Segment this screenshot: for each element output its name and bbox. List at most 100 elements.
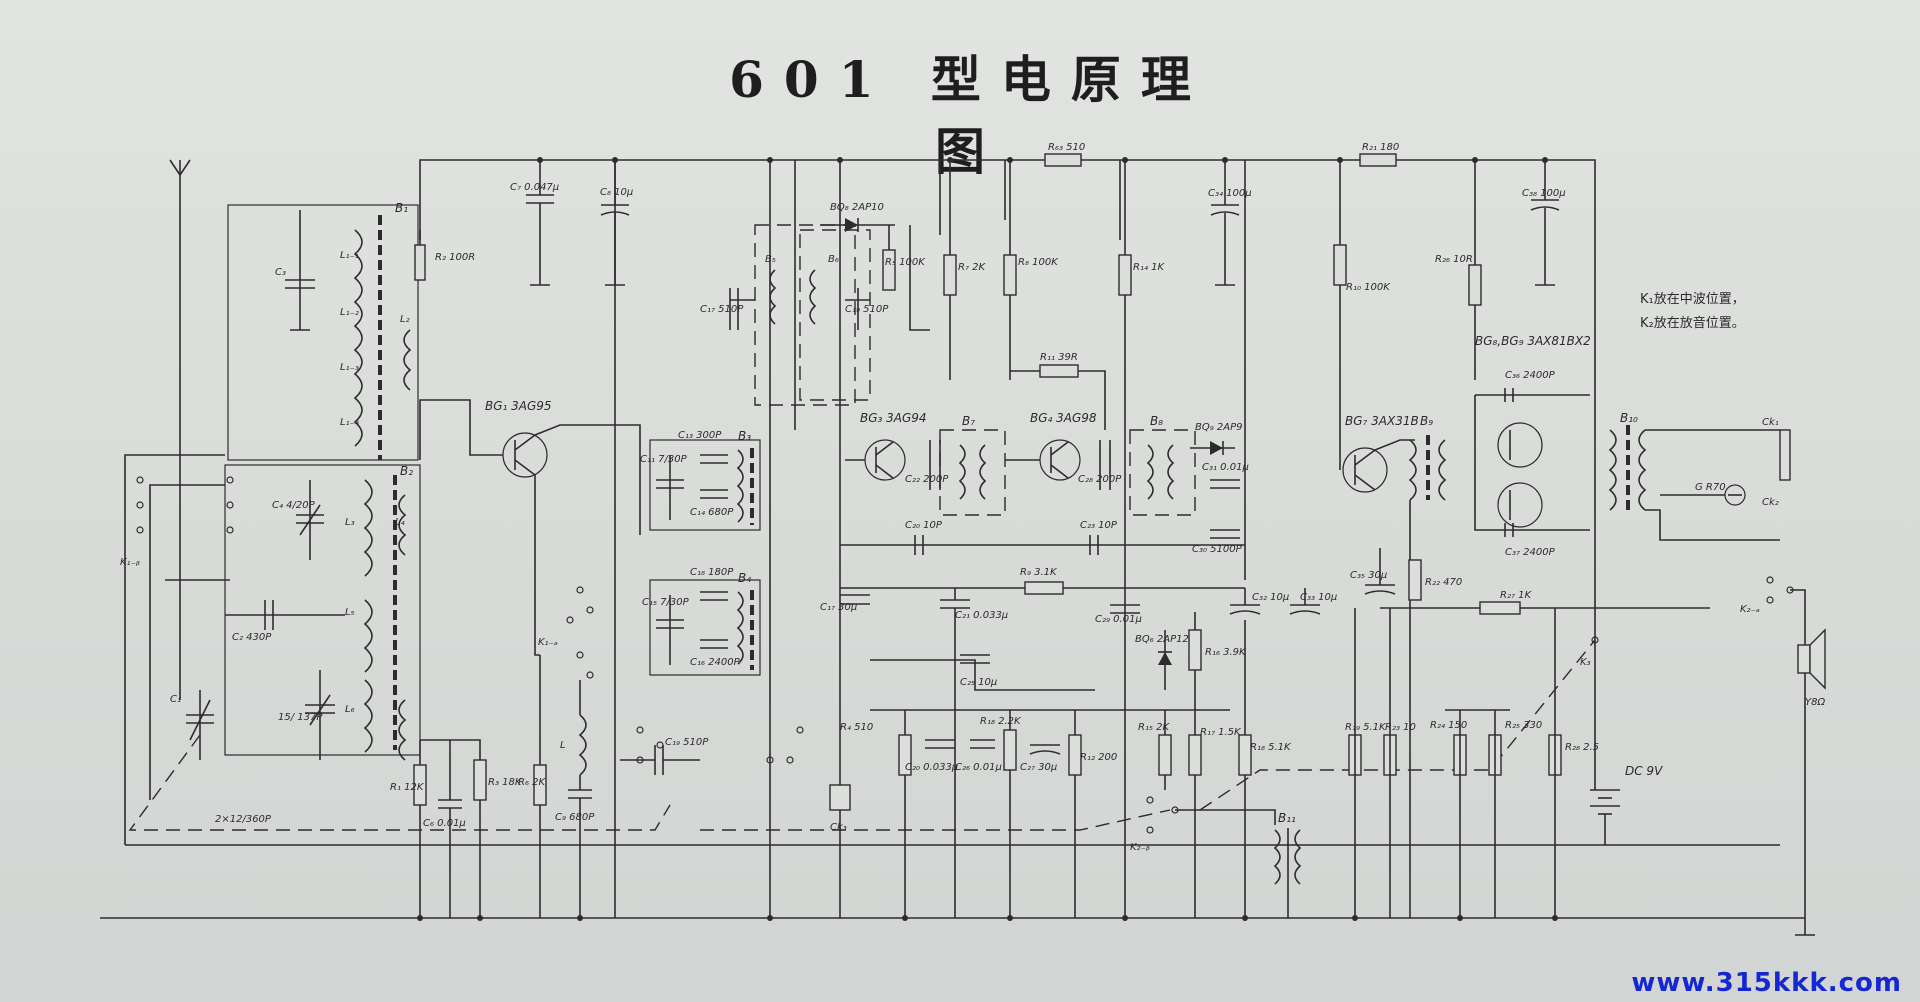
mid-bus-wires — [614, 160, 1246, 918]
lower-component-row: R₄ 510 C₂₀ 0.033μ C₂₆ 0.01μ R₁₈ 2.2K C₂₇… — [840, 620, 1292, 918]
resistor-r3: R₃ 18K — [420, 739, 523, 918]
switch-k3: K₃ — [1580, 636, 1599, 668]
label-c23: C₂₃ 10P — [1080, 520, 1118, 531]
label-r5: R₅ 100K — [885, 257, 926, 268]
label-r1: R₁ 12K — [390, 782, 425, 793]
label-c3: C₃ — [275, 267, 286, 278]
push-pull-bg8-bg9: BG₈,BG₉ 3AX81BX2 C₃₆ 2400P C₃₇ 2400P — [1474, 334, 1591, 558]
label-c6: C₆ 0.01μ — [423, 818, 466, 829]
switch-position-note: K₁放在中波位置， K₂放在放音位置。 — [1640, 288, 1900, 336]
label-r18: R₁₈ 5.1K — [1250, 742, 1292, 753]
label-c19: C₁₉ 510P — [845, 304, 889, 315]
label-r28: R₂₈ 2.5 — [1565, 742, 1599, 753]
transistor-bg4: BG₄ 3AG98 — [1005, 411, 1097, 481]
capacitor-c28: C₂₈ 200P — [1078, 440, 1122, 490]
if-transformers-b5-b6: B₅ B₆ — [754, 224, 871, 406]
label-c29: C₂₉ 0.01μ — [1095, 614, 1142, 625]
label-c20: C₂₀ 10P — [905, 520, 943, 531]
transistor-bg7: BG₇ 3AX31B — [1342, 414, 1419, 493]
label-ck3: Ck₃ — [830, 822, 847, 833]
label-r27: R₂₇ 1K — [1500, 590, 1533, 601]
label-r3: R₃ 18K — [488, 777, 523, 788]
label-r12: R₁₂ 200 — [1080, 752, 1117, 763]
capacitor-c17b: C₁₇ 30μ — [820, 594, 870, 613]
capacitor-c34: C₃₄ 100μ — [1208, 160, 1252, 286]
capacitor-c32: C₃₂ 10μ — [1229, 588, 1289, 615]
label-r17: R₁₇ 1.5K — [1200, 727, 1242, 738]
diagram-title: 601 型电原理图 — [729, 50, 1211, 181]
label-k1a: K₁₋ₐ — [538, 637, 558, 648]
label-r63: R₆₃ 510 — [1048, 142, 1085, 153]
label-c35: C₃₅ 30μ — [1350, 570, 1387, 581]
resistor-r10: R₁₀ 100K — [1333, 160, 1391, 470]
label-bg1: BG₁ 3AG95 — [485, 399, 552, 413]
capacitor-c38: C₃₈ 100μ — [1522, 160, 1566, 286]
capacitor-c21: C₂₁ 0.033μ — [940, 588, 1008, 918]
loop-antenna-b1: B₁ L₁₋₁ L₁₋₂ L₁₋₃ L₁₋₄ C₃ L₂ — [227, 201, 419, 461]
label-c5: 15/ 137P — [278, 712, 323, 723]
agc-line: C₂₀ 10P C₂₃ 10P — [840, 520, 1245, 555]
headphone-jacks: Ck₁ Ck₂ — [1762, 417, 1791, 508]
label-r19: R₁₉ 5.1K — [1345, 722, 1387, 733]
label-c34: C₃₄ 100μ — [1208, 188, 1252, 199]
label-b3: B₃ — [738, 429, 751, 443]
label-b2: B₂ — [400, 464, 413, 478]
label-r18b: R₁₈ 2.2K — [980, 716, 1022, 727]
jack-ck3: Ck₃ — [829, 784, 851, 833]
label-r14: R₁₄ 1K — [1133, 262, 1166, 273]
resistor-r1: R₁ 12K — [390, 740, 427, 918]
label-c7: C₇ 0.047μ — [510, 182, 559, 193]
label-b4: B₄ — [738, 571, 751, 585]
label-r25: R₂₅ 330 — [1505, 720, 1542, 731]
transistor-bg1: BG₁ 3AG95 — [419, 399, 641, 656]
label-b7: B₇ — [962, 414, 975, 428]
capacitor-c29: C₂₉ 0.01μ — [1095, 604, 1142, 625]
capacitor-c8: C₈ 10μ — [600, 160, 633, 286]
label-c18: C₁₈ 180P — [690, 567, 734, 578]
label-l14: L₁₋₄ — [340, 417, 359, 428]
diode-bq6: BQ₆ 2AP12 — [1135, 630, 1189, 690]
label-c17: C₁₇ 510P — [700, 304, 744, 315]
oscillator-coil-b4: C₁₈ 180P C₁₅ 7/30P C₁₆ 2400P B₄ — [642, 567, 761, 676]
gang-capacitor: C₁ 2×12/360P — [128, 690, 671, 831]
transformer-b10: B₁₀ — [1608, 411, 1780, 541]
resistor-r16: R₁₆ 3.9K — [1188, 612, 1247, 710]
label-k2a: K₂₋ₐ — [1740, 604, 1760, 615]
label-c20b: C₂₀ 0.033μ — [905, 762, 958, 773]
label-l2: L₂ — [400, 314, 410, 325]
label-c16: C₁₆ 2400P — [690, 657, 741, 668]
label-c15: C₁₅ 7/30P — [642, 597, 690, 608]
label-l: L — [560, 740, 566, 751]
if-transformer-b7: B₇ — [939, 414, 1006, 516]
transformer-b9: B₉ — [1408, 414, 1447, 918]
diode-bq9: BQ₉ 2AP9 — [1190, 422, 1243, 455]
label-k2b: K₂₋ᵦ — [1130, 842, 1150, 853]
meter-g: G R70 — [1660, 482, 1746, 506]
label-r21: R₂₁ 180 — [1362, 142, 1399, 153]
label-r24: R₂₄ 150 — [1430, 720, 1467, 731]
label-r22: R₂₂ 470 — [1425, 577, 1462, 588]
label-gang-cap: 2×12/360P — [215, 814, 272, 825]
label-c14: C₁₄ 680P — [690, 507, 734, 518]
label-ck2: Ck₂ — [1762, 497, 1779, 508]
diode-bq8: BQ₈ 2AP10 — [820, 202, 895, 232]
label-ck1: Ck₁ — [1762, 417, 1779, 428]
label-c37: C₃₇ 2400P — [1505, 547, 1556, 558]
label-c4: C₄ 4/20P — [272, 500, 316, 511]
loudspeaker: Y8Ω — [1797, 628, 1826, 708]
resistor-r2: R₂ 100R — [414, 230, 475, 281]
label-b11: B₁₁ — [1278, 811, 1296, 825]
resistor-r63: R₆₃ 510 — [1044, 142, 1085, 167]
label-r8: R₈ 100K — [1018, 257, 1059, 268]
antenna — [169, 159, 191, 700]
capacitor-c6: C₆ 0.01μ — [423, 740, 466, 918]
note-line-2: K₂放在放音位置。 — [1640, 316, 1745, 331]
label-b9: B₉ — [1420, 414, 1433, 428]
label-r11: R₁₁ 39R — [1040, 352, 1078, 363]
label-g: G R70 — [1695, 482, 1726, 493]
capacitor-c9-and-coil-l: L C₉ 680P — [555, 680, 595, 918]
label-b10: B₁₀ — [1620, 411, 1638, 425]
label-c1: C₁ — [170, 694, 181, 705]
